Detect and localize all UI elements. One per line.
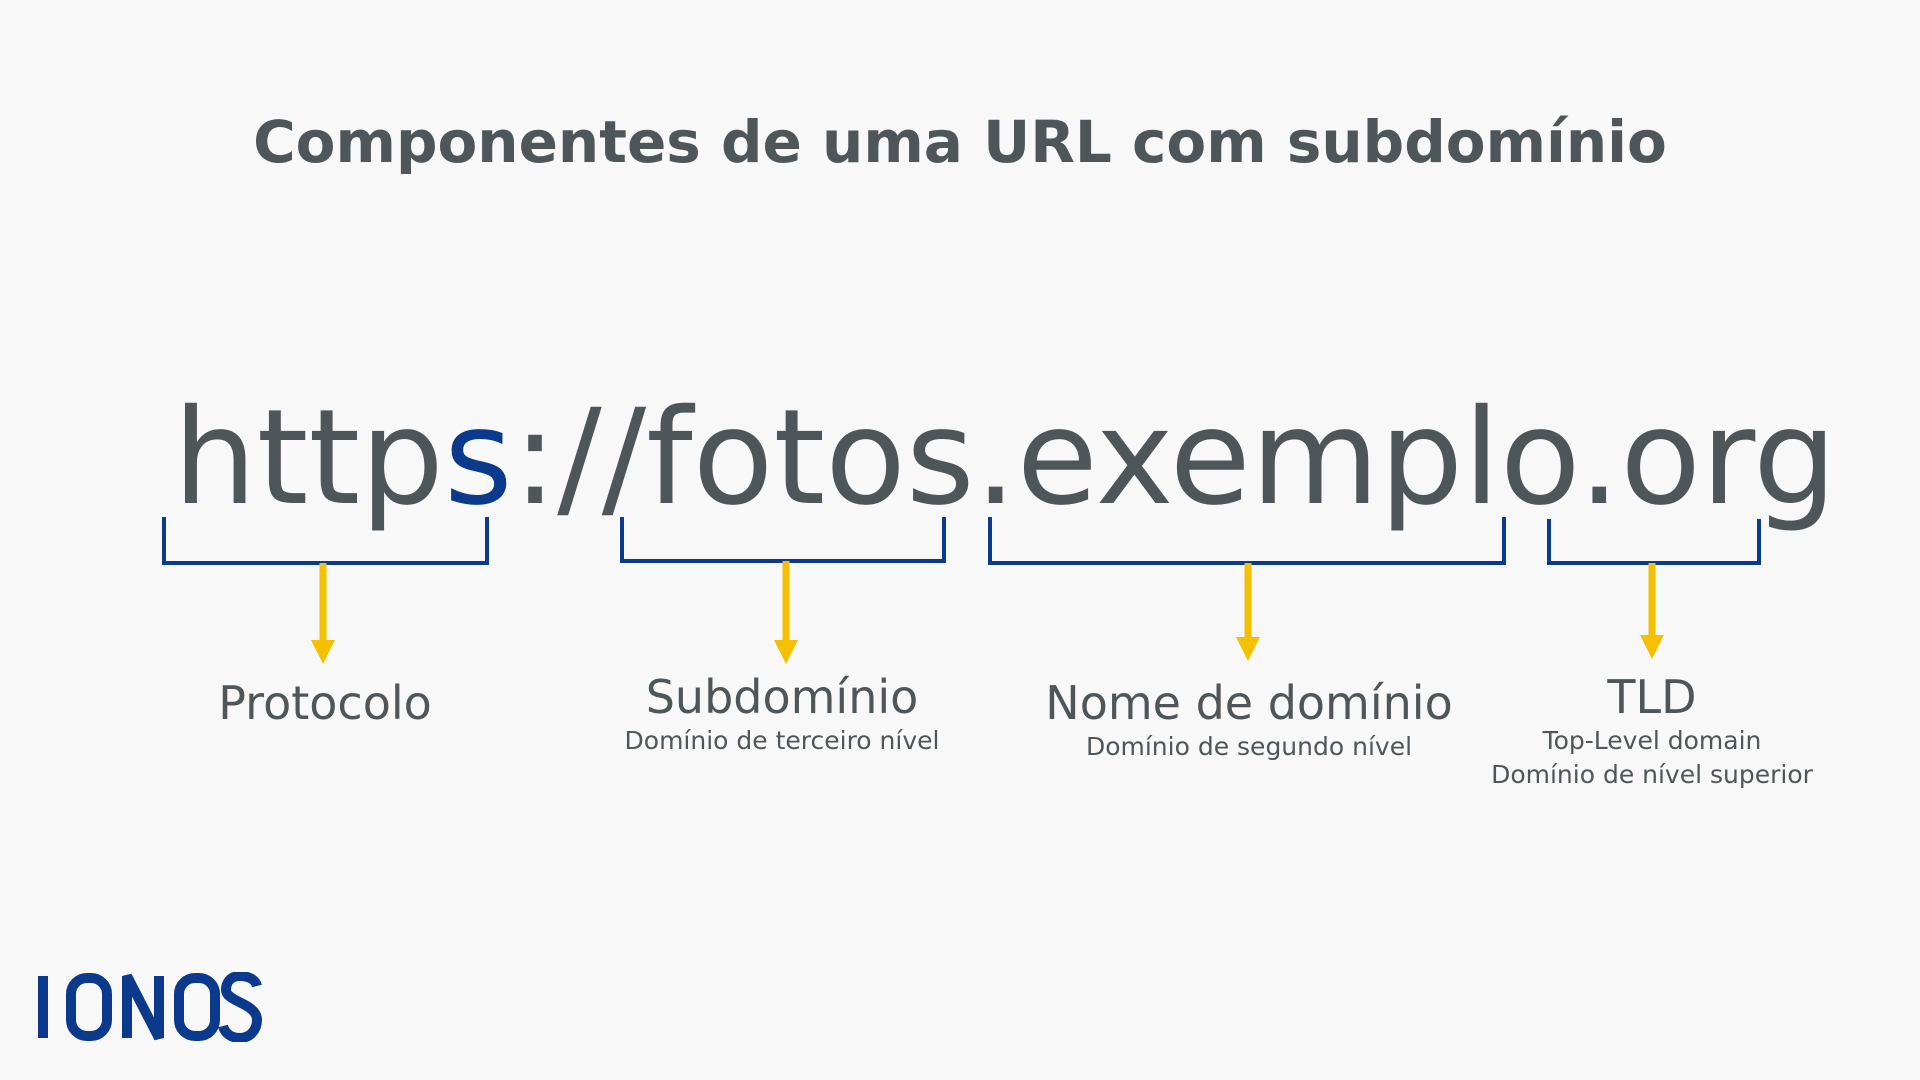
subdomain-label-main: Subdomínio [645, 670, 919, 724]
subdomain-label: Subdomínio Domínio de terceiro nível [625, 670, 940, 758]
subdomain-label-sub: Domínio de terceiro nível [624, 726, 940, 755]
diagram-title: Componentes de uma URL com subdomínio [253, 108, 1667, 176]
subdomain-bracket [620, 517, 946, 563]
tld-label: TLD Top-Level domain Domínio de nível su… [1491, 670, 1813, 792]
subdomain-arrow-icon [774, 561, 798, 664]
url-dot-1: . [974, 381, 1017, 535]
tld-bracket [1547, 519, 1761, 565]
url-domain: exemplo [1016, 381, 1579, 535]
domain-name-label: Nome de domínio Domínio de segundo nível [1045, 676, 1452, 764]
domain-name-label-sub: Domínio de segundo nível [1085, 732, 1413, 761]
url-text: https://fotos.exemplo.org [173, 378, 1837, 538]
url-tld: org [1620, 381, 1837, 535]
url-subdomain: fotos [646, 381, 975, 535]
url-separator: :// [512, 381, 647, 535]
domain-bracket [988, 517, 1506, 565]
tld-label-main: TLD [1607, 670, 1697, 724]
tld-label-sub-1: Top-Level domain [1542, 726, 1762, 755]
domain-arrow-icon [1236, 563, 1260, 661]
domain-name-label-main: Nome de domínio [1045, 676, 1453, 730]
url-protocol-plain: http [173, 381, 444, 535]
url-dot-2: . [1578, 381, 1621, 535]
protocol-arrow-icon [311, 563, 335, 664]
protocol-bracket [162, 517, 489, 565]
tld-label-sub-2: Domínio de nível superior [1491, 760, 1813, 789]
url-protocol-accent: s [443, 381, 513, 535]
protocol-label-main: Protocolo [218, 676, 432, 730]
protocol-label: Protocolo [218, 676, 432, 730]
tld-arrow-icon [1640, 563, 1664, 659]
ionos-logo [38, 972, 263, 1042]
